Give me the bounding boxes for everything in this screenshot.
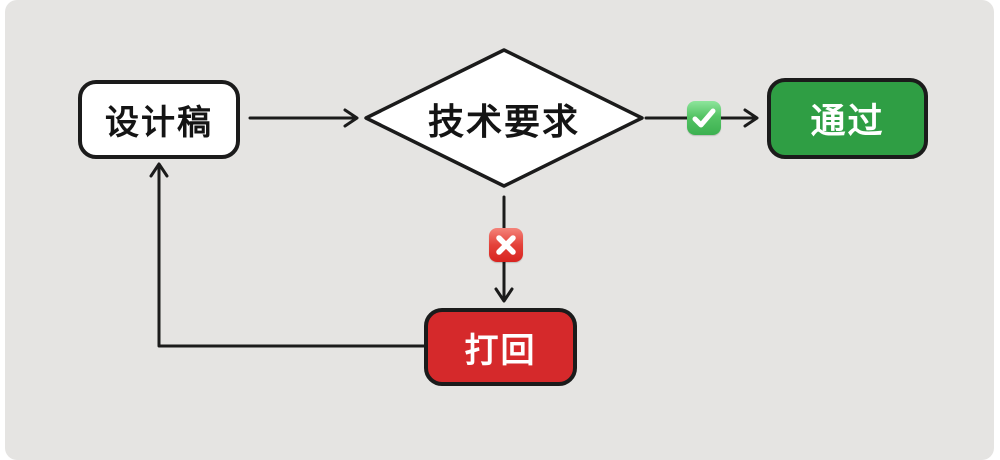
node-reject-label: 打回 <box>464 331 537 370</box>
check-glyph <box>692 108 716 128</box>
arrowhead-up-icon <box>149 162 169 178</box>
edge-reject-to-design <box>149 162 426 348</box>
arrowhead-right-icon <box>343 108 359 128</box>
node-design-draft-label: 设计稿 <box>105 104 213 142</box>
node-tech-requirements-label-wrap: 技术要求 <box>374 97 634 142</box>
edge-design-to-requirements <box>248 108 359 128</box>
node-reject: 打回 <box>424 308 577 386</box>
node-design-draft: 设计稿 <box>78 80 240 159</box>
cross-glyph <box>496 235 516 255</box>
arrowhead-right-icon <box>743 108 759 128</box>
cross-badge-icon <box>489 228 523 262</box>
arrowhead-down-icon <box>494 287 514 303</box>
node-tech-requirements-label: 技术要求 <box>427 101 580 142</box>
node-pass-label: 通过 <box>810 102 885 141</box>
check-badge-icon <box>687 101 721 135</box>
tech-requirements-diamond <box>364 48 644 188</box>
node-pass: 通过 <box>767 78 928 159</box>
